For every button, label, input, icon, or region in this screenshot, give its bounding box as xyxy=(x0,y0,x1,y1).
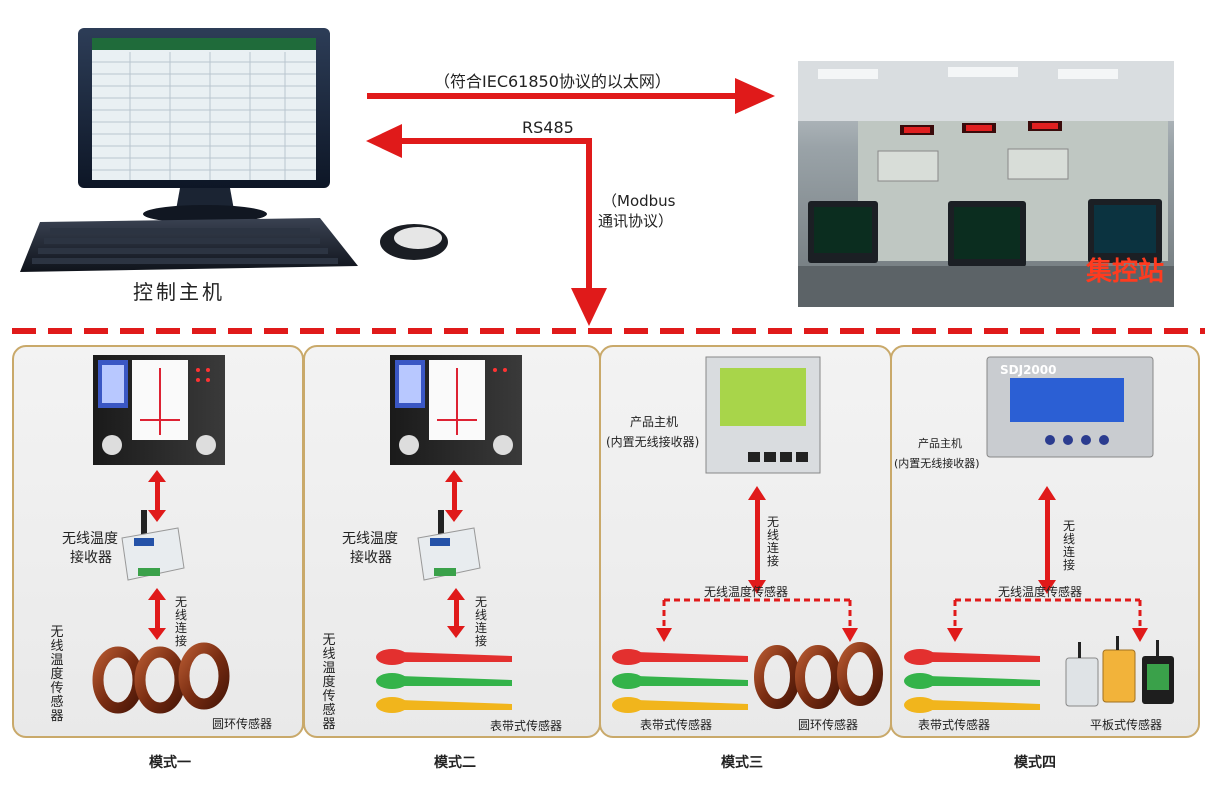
mode3-host-label-line1: 产品主机 xyxy=(630,415,679,429)
mode2-sensor-label: 无线温度传感器 xyxy=(322,633,336,732)
mode3-ring-sensors xyxy=(754,642,883,709)
panels-drawings xyxy=(92,355,1174,714)
modbus-arrow-shaft xyxy=(586,138,592,290)
mode2-link-arrow-1 xyxy=(445,470,463,522)
rs485-arrow-shaft xyxy=(400,138,592,144)
mode4-strap-sensors xyxy=(904,649,1040,713)
mode2-strap-caption: 表带式传感器 xyxy=(490,719,563,733)
control-host-label: 控制主机 xyxy=(133,280,225,304)
mode2-protection-device xyxy=(390,355,522,465)
mode3-link-arrow xyxy=(748,486,766,594)
mode3-fork-head-left xyxy=(656,628,672,642)
mode2-link-arrow-2 xyxy=(447,588,465,638)
mode4-sensor-label: 无线温度传感器 xyxy=(998,585,1083,599)
mode3-product-host xyxy=(705,356,821,474)
mode2-receiver-label-line2: 接收器 xyxy=(350,550,392,566)
mode1-title: 模式一 xyxy=(149,755,191,771)
mode4-wireless-label: 无线连接 xyxy=(1062,519,1075,572)
mode1-receiver-label-line1: 无线温度 xyxy=(62,531,118,547)
mode4-flat-sensors xyxy=(1065,636,1174,707)
mode3-host-label-line2: (内置无线接收器) xyxy=(606,435,700,449)
mode4-fork-head-left xyxy=(947,628,963,642)
rs485-arrow-head xyxy=(366,124,402,158)
ethernet-arrow-head xyxy=(735,78,775,114)
mode1-sensor-label: 无线温度传感器 xyxy=(50,625,64,724)
modbus-label-line2: 通讯协议） xyxy=(598,212,674,230)
mode3-wireless-label: 无线连接 xyxy=(766,515,779,568)
control-station-label: 集控站 xyxy=(1086,257,1165,287)
control-room-illustration xyxy=(798,61,1174,307)
mode3-strap-sensors xyxy=(612,649,748,713)
mode1-protection-device xyxy=(93,355,225,465)
mode3-sensor-label: 无线温度传感器 xyxy=(704,585,789,599)
mode1-ring-sensors xyxy=(92,642,230,714)
mode2-receiver-label-line1: 无线温度 xyxy=(342,531,398,547)
mode1-wireless-receiver xyxy=(121,510,185,581)
mode4-flat-caption: 平板式传感器 xyxy=(1090,718,1163,732)
mode4-device-brand: SDJ2000 xyxy=(1000,363,1057,377)
mode2-wireless-receiver xyxy=(417,510,481,581)
mode1-receiver-label-line2: 接收器 xyxy=(70,550,112,566)
mode2-wireless-label: 无线连接 xyxy=(474,595,487,648)
mode4-product-host xyxy=(986,356,1154,458)
mode4-dashed-fork xyxy=(953,598,1142,630)
mode1-ring-caption: 圆环传感器 xyxy=(212,717,273,731)
mode4-title: 模式四 xyxy=(1014,755,1056,771)
control-station-photo: 集控站 xyxy=(798,61,1174,307)
modbus-arrow-head xyxy=(571,288,607,326)
mode4-strap-caption: 表带式传感器 xyxy=(918,718,991,732)
mode3-strap-caption: 表带式传感器 xyxy=(640,718,713,732)
top-connection-arrows xyxy=(12,78,1205,334)
rs485-label: RS485 xyxy=(522,118,574,137)
ethernet-arrow-shaft xyxy=(367,93,737,99)
mode1-link-arrow-1 xyxy=(148,470,166,522)
mode1-wireless-label: 无线连接 xyxy=(174,595,187,648)
mode4-fork-head-right xyxy=(1132,628,1148,642)
control-host-computer xyxy=(20,22,460,277)
mode3-ring-caption: 圆环传感器 xyxy=(798,718,859,732)
mode2-title: 模式二 xyxy=(434,755,476,771)
computer-illustration xyxy=(20,28,448,272)
mode1-link-arrow-2 xyxy=(148,588,166,640)
mode3-dashed-fork xyxy=(662,598,852,630)
mode3-title: 模式三 xyxy=(721,755,763,771)
mode3-fork-head-right xyxy=(842,628,858,642)
mode4-link-arrow xyxy=(1038,486,1056,594)
modbus-label-line1: （Modbus xyxy=(602,192,676,210)
mode4-host-label-line2: (内置无线接收器) xyxy=(894,457,980,470)
ethernet-label: （符合IEC61850协议的以太网） xyxy=(434,72,671,91)
mode4-host-label-line1: 产品主机 xyxy=(918,437,962,450)
mode2-strap-sensors xyxy=(376,649,512,713)
